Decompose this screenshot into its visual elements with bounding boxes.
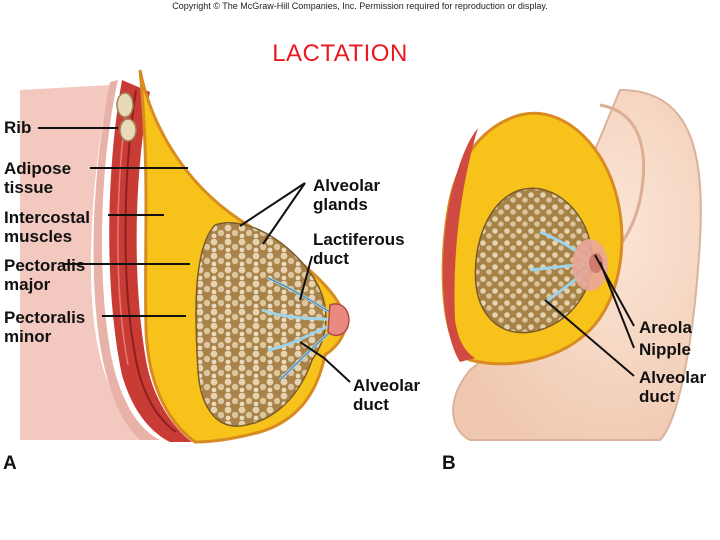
- chest-wall: [20, 85, 150, 440]
- nipple-a: [327, 303, 350, 337]
- copyright-notice: Copyright © The McGraw-Hill Companies, I…: [172, 1, 548, 11]
- label-adipose-tissue: Adipose tissue: [4, 159, 72, 197]
- alveolar-glands-b: [474, 187, 593, 334]
- alveolar-glands-a: [195, 222, 327, 427]
- label-nipple: Nipple: [639, 340, 691, 359]
- label-areola: Areola: [639, 318, 692, 337]
- label-rib: Rib: [4, 118, 32, 137]
- panel-b-letter: B: [442, 453, 456, 474]
- label-alveolar-duct-a: Alveolar duct: [353, 376, 421, 414]
- muscle-layer: [109, 80, 192, 442]
- panel-a-letter: A: [3, 453, 17, 474]
- label-lactiferous-duct: Lactiferous duct: [313, 230, 405, 268]
- label-pectoralis-major: Pectoralis major: [4, 256, 86, 294]
- page-title: LACTATION: [272, 40, 408, 67]
- panel-a-drawing: [20, 69, 351, 444]
- nipple-b: [589, 253, 603, 273]
- panel-b-drawing: [441, 88, 702, 441]
- label-intercostal-muscles: Intercostal muscles: [4, 208, 90, 246]
- leader-lines-b: [544, 254, 635, 377]
- label-alveolar-duct-b: Alveolar duct: [639, 368, 707, 406]
- leader-lines-a: [38, 127, 351, 383]
- label-pectoralis-minor: Pectoralis minor: [4, 308, 86, 346]
- label-alveolar-glands: Alveolar glands: [313, 176, 381, 214]
